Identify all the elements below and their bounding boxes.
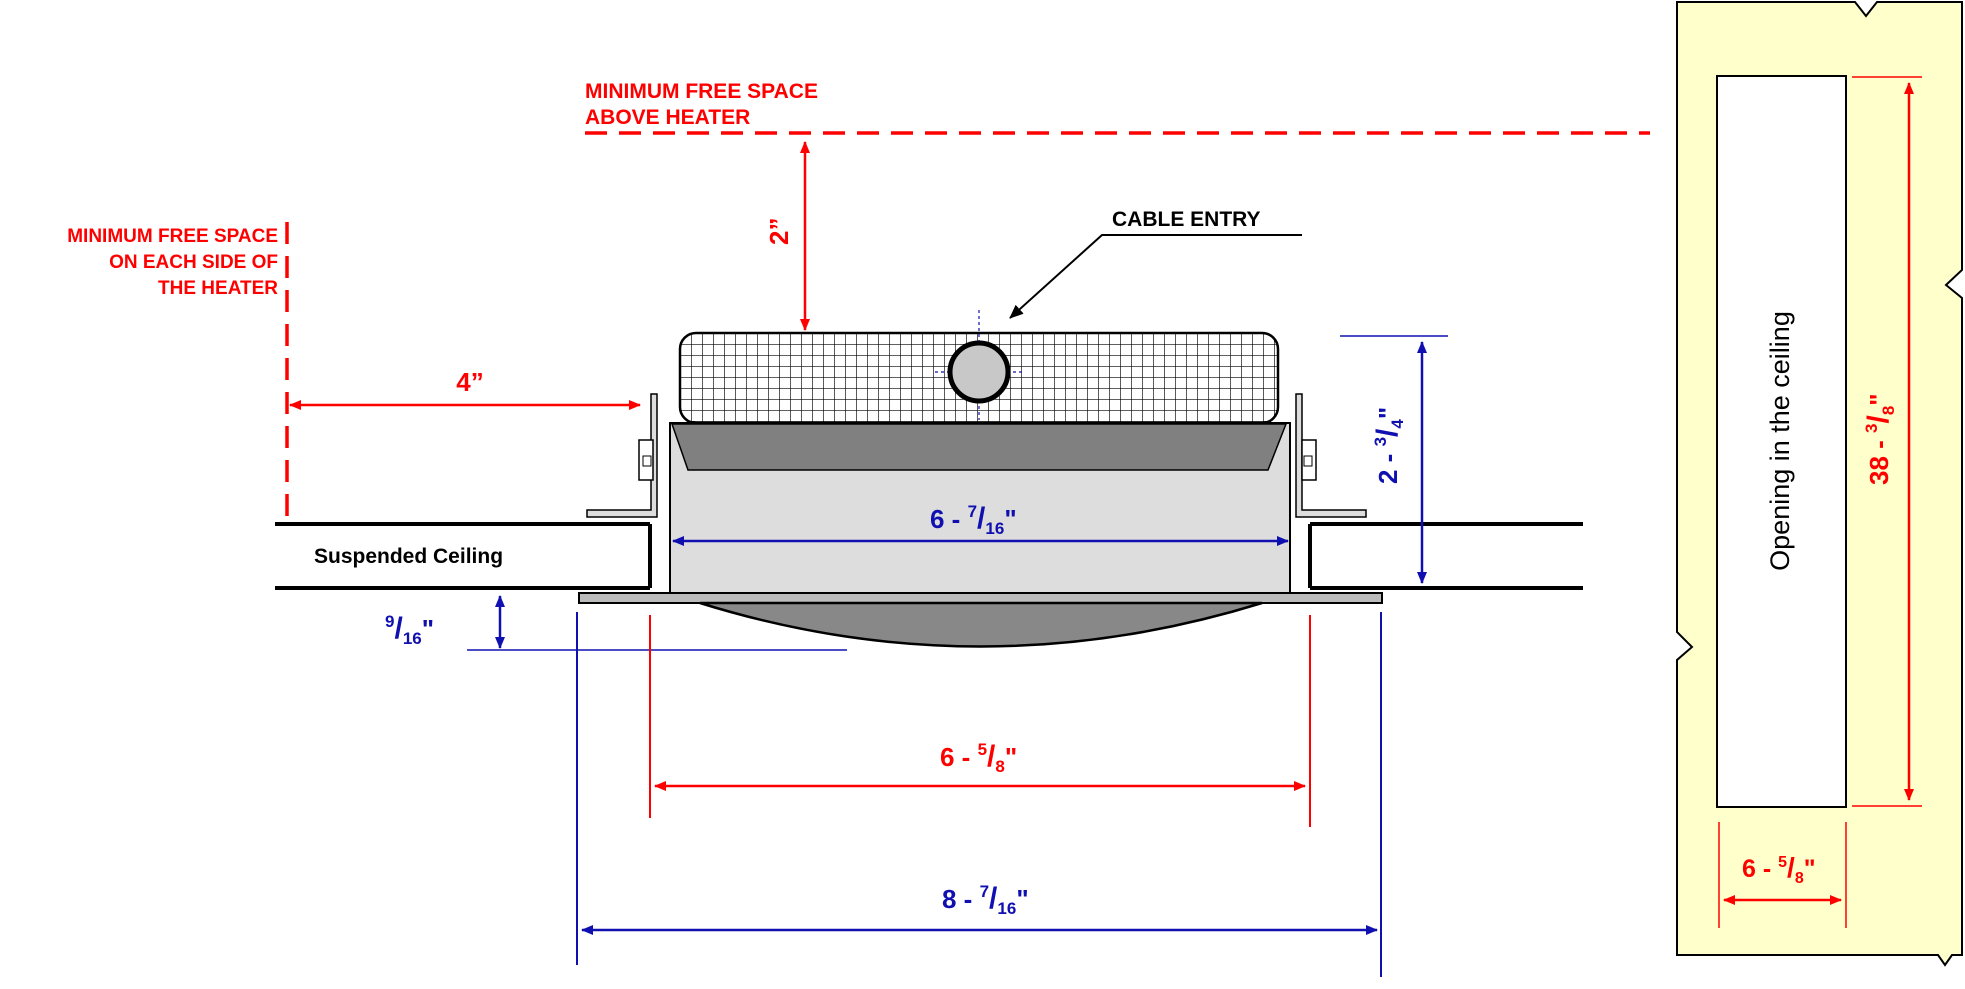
cable-entry-leader	[1009, 234, 1302, 319]
dimension-above-label: 2”	[764, 218, 794, 245]
free-space-above-line1: MINIMUM FREE SPACE	[585, 80, 818, 103]
dimension-body-width-label: 6 - 7/16"	[930, 502, 1017, 538]
right-bracket	[1295, 393, 1367, 518]
suspended-ceiling-label: Suspended Ceiling	[314, 545, 503, 568]
heater-lens	[699, 601, 1263, 648]
free-space-side-label: MINIMUM FREE SPACE ON EACH SIDE OF THE H…	[67, 226, 278, 299]
cable-entry-label: CABLE ENTRY	[1112, 208, 1261, 231]
dimension-height-label: 2 - 3/4"	[1371, 407, 1407, 484]
cable-entry-knockout	[947, 340, 1011, 404]
free-space-side-line2: ON EACH SIDE OF	[109, 252, 278, 273]
dimension-cutout-width-label: 6 - 5/8"	[940, 740, 1017, 776]
ceiling-opening-panel: Opening in the ceiling 38 - 3/8" 6 - 5/8…	[1676, 1, 1963, 967]
dimension-flange-width-label: 8 - 7/16"	[942, 882, 1029, 918]
dimension-drop-label: 9/16"	[385, 612, 434, 648]
free-space-side-line3: THE HEATER	[158, 278, 278, 299]
free-space-above-line2: ABOVE HEATER	[585, 106, 750, 129]
dimension-opening-width-label: 6 - 5/8"	[1742, 852, 1816, 887]
heater	[578, 310, 1383, 648]
left-bracket	[586, 393, 658, 518]
free-space-above-label: MINIMUM FREE SPACE ABOVE HEATER	[585, 80, 818, 129]
heater-flange	[578, 592, 1383, 604]
free-space-side-line1: MINIMUM FREE SPACE	[67, 226, 278, 247]
ceiling-opening	[1716, 75, 1847, 808]
suspended-ceiling	[275, 522, 1583, 590]
dimension-side-label: 4”	[456, 367, 483, 397]
heater-element	[670, 423, 1288, 471]
dimension-opening-length-label: 38 - 3/8"	[1862, 393, 1898, 485]
opening-label: Opening in the ceiling	[1765, 311, 1795, 571]
